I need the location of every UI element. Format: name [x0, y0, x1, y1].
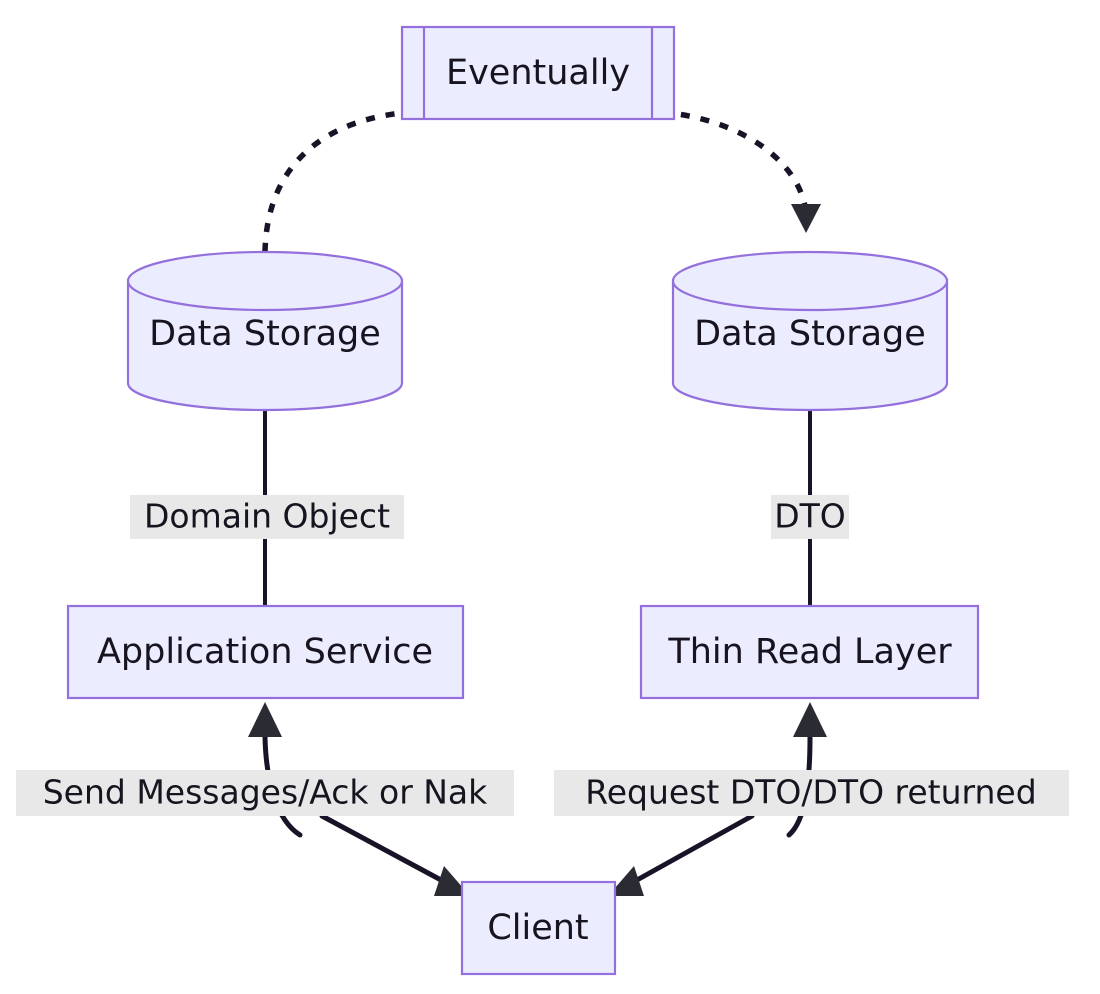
write-storage-cylinder-top [126, 250, 404, 312]
domain-object-label-bg [130, 495, 404, 539]
eventually-label: Eventually [446, 53, 630, 93]
application-service-box [66, 604, 465, 700]
send-messages-label: Send Messages/Ack or Nak [43, 773, 488, 812]
node-write-data-storage[interactable]: Data Storage [126, 250, 404, 412]
request-dto-label-bg [554, 770, 1069, 816]
edge-eventually-right-segment [660, 109, 809, 213]
node-thin-read-layer[interactable]: Thin Read Layer [639, 604, 980, 700]
client-box [460, 880, 617, 976]
read-storage-cylinder-body [671, 278, 949, 412]
edge-label-send-messages: Send Messages/Ack or Nak [16, 770, 514, 816]
dto-label-bg [771, 495, 849, 539]
read-storage-label: Data Storage [694, 314, 926, 354]
send-messages-label-bg [16, 770, 514, 816]
edge-ack-path [319, 813, 444, 883]
edge-label-request-dto: Request DTO/DTO returned [554, 770, 1069, 816]
application-service-label: Application Service [97, 632, 433, 672]
thin-read-layer-box [639, 604, 980, 700]
edge-app-service-to-client [319, 813, 470, 896]
node-eventually[interactable]: Eventually [400, 25, 676, 121]
dto-label: DTO [774, 497, 846, 536]
arrowhead-eventually-to-read-storage [791, 204, 821, 233]
edge-label-domain-object: Domain Object [130, 495, 404, 539]
edge-dto-returned-path [634, 813, 755, 883]
edge-read-layer-to-client [608, 813, 755, 896]
write-storage-label: Data Storage [149, 314, 381, 354]
edge-eventually-left-segment [262, 109, 413, 253]
arrowhead-to-read-layer [793, 702, 827, 737]
node-client[interactable]: Client [460, 880, 617, 976]
arrowhead-to-app-service [248, 702, 282, 737]
client-label: Client [487, 908, 588, 948]
write-storage-cylinder-body [126, 278, 404, 412]
arrowhead-to-client-right [608, 866, 644, 896]
node-application-service[interactable]: Application Service [66, 604, 465, 700]
read-storage-cylinder-top [671, 250, 949, 312]
request-dto-label: Request DTO/DTO returned [585, 773, 1036, 812]
thin-read-layer-label: Thin Read Layer [667, 632, 952, 672]
edge-eventually-dotted [262, 109, 821, 253]
domain-object-label: Domain Object [144, 497, 390, 536]
eventually-box [400, 25, 676, 121]
edge-label-dto: DTO [771, 495, 849, 539]
node-read-data-storage[interactable]: Data Storage [671, 250, 949, 412]
